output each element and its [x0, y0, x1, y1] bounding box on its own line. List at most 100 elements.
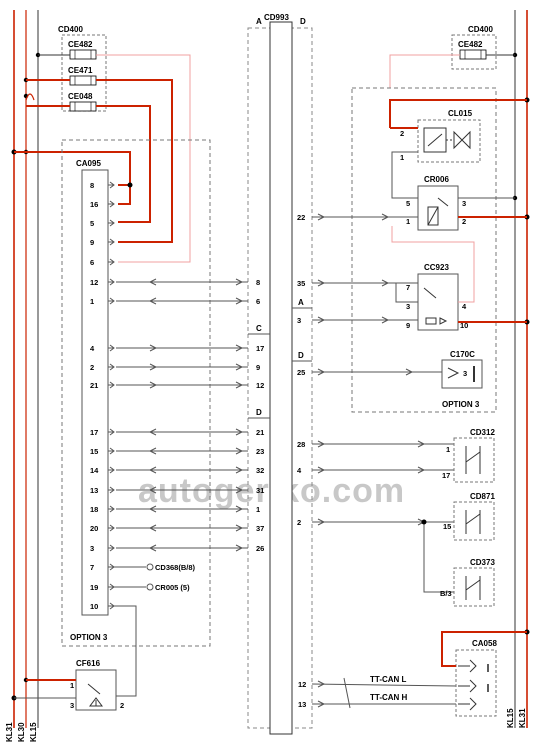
fusebox-right-title: CD400	[468, 25, 493, 34]
signal-arrow	[381, 279, 390, 287]
ca095-title: CA095	[76, 159, 101, 168]
fuse-ce471: CE471	[68, 66, 97, 86]
ca095-pin: 6	[90, 258, 94, 267]
ca095-pin: 10	[90, 602, 98, 611]
cf616-pin2: 2	[120, 701, 124, 710]
cd993-title: CD993	[264, 13, 289, 22]
svg-text:D: D	[256, 408, 262, 417]
ca058-title: CA058	[472, 639, 497, 648]
cd312-switch-icon	[465, 446, 481, 474]
cd993-section-d-right: D	[292, 351, 312, 362]
cd993-right-pin: 35	[297, 279, 305, 288]
cl015-pin1-wire	[391, 151, 418, 199]
cl015-title: CL015	[448, 109, 473, 118]
cl015-power-wire	[389, 99, 527, 128]
cr006-pin1: 1	[406, 217, 410, 226]
cd993-left-pin: 1	[256, 505, 260, 514]
cd312-title: CD312	[470, 428, 495, 437]
cd373-branch-wire	[423, 522, 454, 593]
ca095-pin-terminal	[108, 238, 115, 246]
ref-cd368: CD368(B/8)	[108, 563, 196, 572]
cl015-valve-icon	[423, 127, 471, 153]
signal-arrow	[317, 680, 326, 688]
fusebox-left-title: CD400	[58, 25, 83, 34]
can-line	[311, 683, 457, 687]
ca095-pin-terminal	[108, 363, 115, 371]
ca058-terminals-icon	[458, 659, 489, 711]
cd993-left-pin: 17	[256, 344, 264, 353]
signal-arrow	[235, 486, 244, 494]
c170c-pin3: 3	[463, 369, 467, 378]
ref-cr005: CR005 (5)	[108, 583, 190, 592]
ca095-pin: 20	[90, 524, 98, 533]
svg-text:CE471: CE471	[68, 66, 93, 75]
fuse-ce482-left: CE482	[68, 40, 97, 60]
cd993-left-pin: 32	[256, 466, 264, 475]
cd373-pinb3: B/3	[440, 589, 452, 598]
ca058-power-wire	[441, 631, 527, 667]
svg-text:CE482: CE482	[68, 40, 93, 49]
signal-arrow	[235, 278, 244, 286]
cd993-right-pin: 4	[297, 466, 302, 475]
ca095-pin-terminal	[108, 278, 115, 286]
cc923-pin3: 3	[406, 302, 410, 311]
cd993-left-pin: 31	[256, 486, 264, 495]
ca058-outline	[455, 649, 497, 717]
ca095-pin-terminal	[108, 297, 115, 305]
ca095-pin-terminal	[108, 219, 115, 227]
signal-arrow	[149, 363, 158, 371]
signal-arrow	[405, 368, 414, 376]
cd993-right-pin: 22	[297, 213, 305, 222]
ca095-pin: 12	[90, 278, 98, 287]
cd993-left-pin: 8	[256, 278, 260, 287]
signal-arrow	[149, 344, 158, 352]
ca095-pin-terminal	[108, 486, 115, 494]
cc923-body	[417, 273, 459, 331]
cd373-title: CD373	[470, 558, 495, 567]
ca095-pin-terminal	[108, 447, 115, 455]
fuse-ce048: CE048	[68, 92, 97, 112]
cr006-pin5: 5	[406, 199, 410, 208]
rail-label-kl31: KL31	[5, 722, 14, 742]
ca095-pin: 1	[90, 297, 94, 306]
svg-text:A: A	[298, 298, 304, 307]
cc923-title: CC923	[424, 263, 449, 272]
rail-label-kl15-right: KL15	[506, 708, 515, 728]
cd993-left-pin: 12	[256, 381, 264, 390]
ca095-pin: 4	[90, 344, 95, 353]
cd871-junction	[421, 519, 427, 525]
cd871-title: CD871	[470, 492, 495, 501]
option3-right-label: OPTION 3	[442, 400, 480, 409]
cf616-switch-icon	[87, 683, 103, 707]
cd373-outline	[453, 567, 495, 607]
ca095-pin: 17	[90, 428, 98, 437]
ca095-pin-terminal	[108, 524, 115, 532]
ca095-pin: 21	[90, 381, 98, 390]
c170c-title: C170C	[450, 350, 475, 359]
svg-text:CE048: CE048	[68, 92, 93, 101]
cd993-section-a-right: A	[292, 298, 312, 309]
can-l-label: TT-CAN L	[370, 675, 407, 684]
cd993-left-pin: 23	[256, 447, 264, 456]
cd993-can-pin: 13	[298, 700, 306, 709]
cf616-title: CF616	[76, 659, 101, 668]
signal-arrow	[317, 213, 326, 221]
signal-arrow	[317, 518, 326, 526]
can-h-label: TT-CAN H	[370, 693, 408, 702]
signal-arrow	[235, 524, 244, 532]
svg-text:C: C	[256, 324, 262, 333]
cd993-left-pin: 26	[256, 544, 264, 553]
cc923-pin9: 9	[406, 321, 410, 330]
ca095-pin-terminal	[108, 200, 115, 208]
left-rails	[11, 10, 41, 728]
cd993-side-d: D	[300, 17, 306, 26]
fusebox-right-outline	[451, 34, 497, 70]
ca095-pin-terminal	[108, 544, 115, 552]
ca095-body	[81, 169, 109, 616]
signal-arrow	[148, 466, 157, 474]
ca095-pin: 3	[90, 544, 94, 553]
ca095-pin: 14	[90, 466, 99, 475]
